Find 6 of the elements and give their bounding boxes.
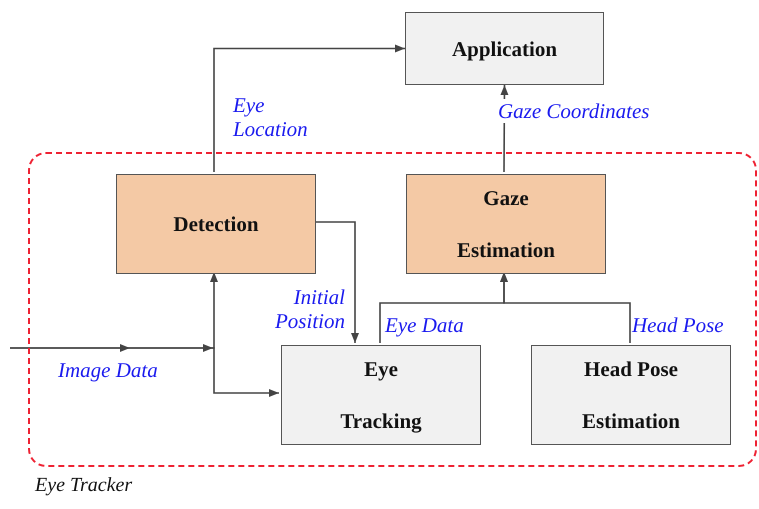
process-box: Detection bbox=[116, 174, 316, 274]
process-box: Application bbox=[405, 12, 604, 85]
process-box: Head Pose Estimation bbox=[531, 345, 731, 445]
process-box: Gaze Estimation bbox=[406, 174, 606, 274]
group-title: Eye Tracker bbox=[35, 473, 132, 497]
process-box: Eye Tracking bbox=[281, 345, 481, 445]
